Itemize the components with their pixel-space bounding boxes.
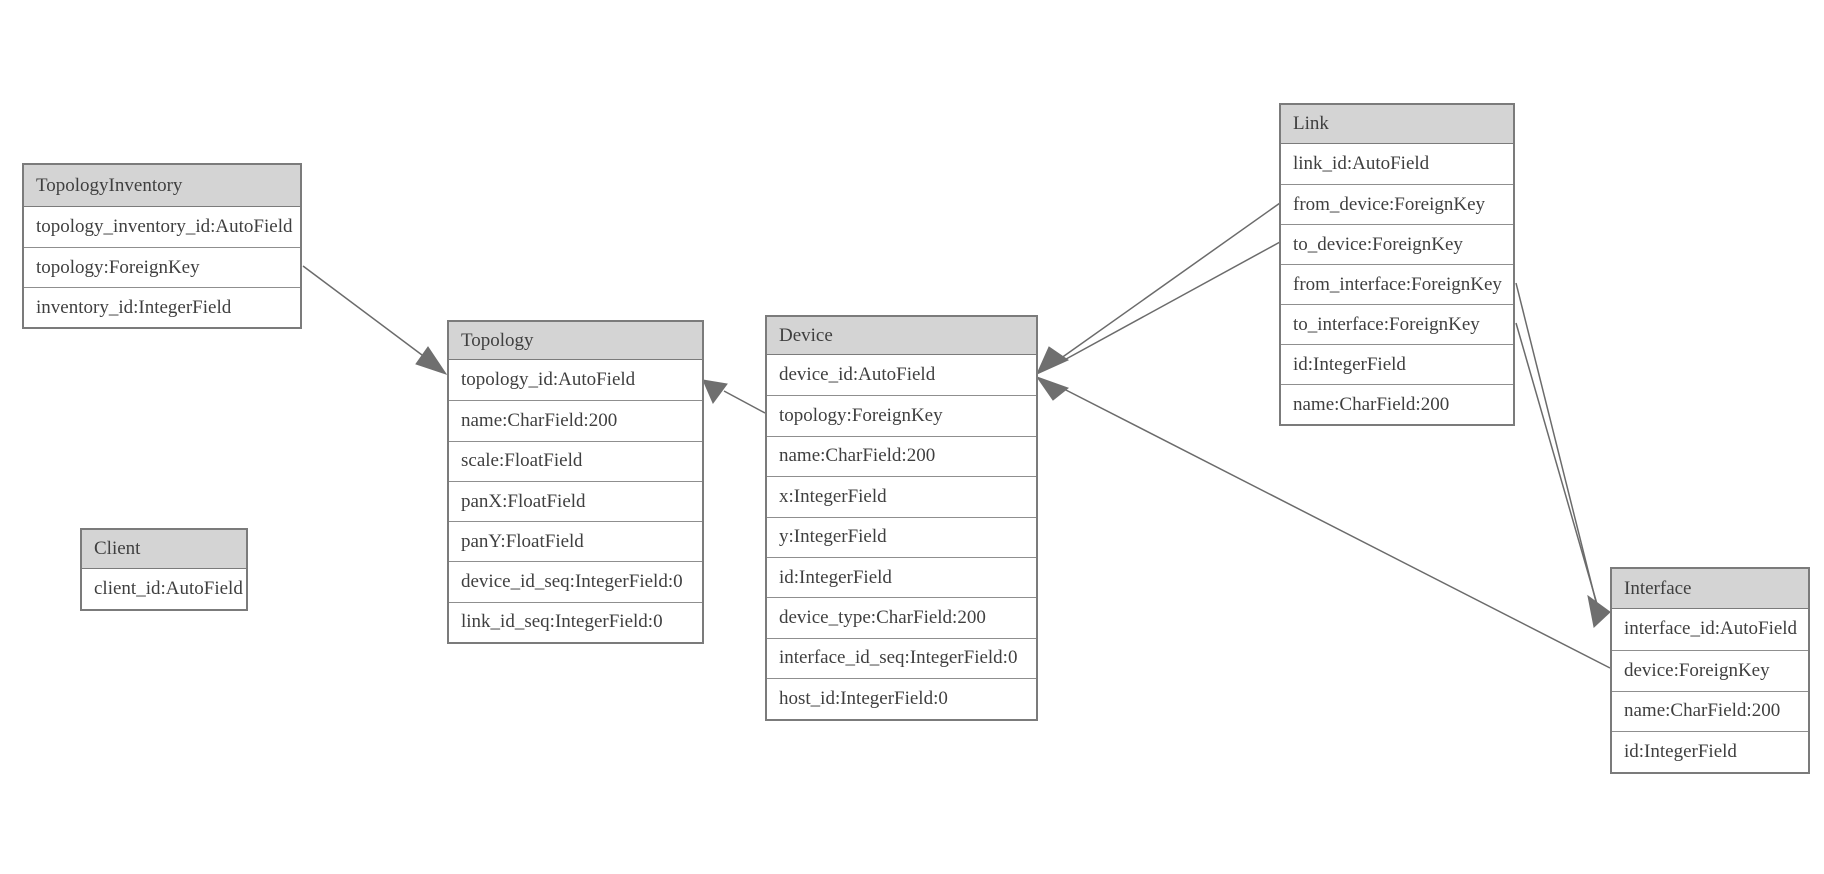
field-topology-inventory-inventory_id: inventory_id:IntegerField [24,287,300,327]
entity-title-topology-inventory: TopologyInventory [24,165,300,207]
field-device-interface_id_seq: interface_id_seq:IntegerField:0 [767,637,1036,678]
field-link-from_interface: from_interface:ForeignKey [1281,264,1513,304]
arrowhead-into-device-upper [1036,346,1070,375]
field-topology-name: name:CharField:200 [449,400,702,440]
entity-link: Link link_id:AutoField from_device:Foreign… [1279,103,1515,426]
field-link-from_device: from_device:ForeignKey [1281,184,1513,224]
field-interface-name: name:CharField:200 [1612,690,1808,732]
field-device-y: y:IntegerField [767,516,1036,557]
field-device-device_type: device_type:CharField:200 [767,597,1036,637]
edge-link-to-interface-fk [1515,322,1600,612]
field-link-to_interface: to_interface:ForeignKey [1281,304,1513,344]
edge-link-to-device-fk [1056,241,1281,365]
entity-title-client: Client [82,530,246,569]
field-topology-topology_id: topology_id:AutoField [461,369,636,391]
entity-title-link: Link [1281,105,1513,144]
field-device-device_id: device_id:AutoField [779,364,936,386]
field-interface-id: id:IntegerField [1612,731,1808,772]
field-topology-panY: panY:FloatField [449,521,702,561]
entity-title-topology: Topology [449,322,702,360]
entity-topology-inventory: TopologyInventory topology_inventory_id:A… [22,163,302,329]
field-device-x: x:IntegerField [767,476,1036,516]
field-client-client_id: client_id:AutoField [94,578,243,599]
field-device-host_id: host_id:IntegerField:0 [767,678,1036,718]
arrowhead-into-interface [1587,594,1611,628]
field-topology-link_id_seq: link_id_seq:IntegerField:0 [449,601,702,642]
field-topology-device_id_seq: device_id_seq:IntegerField:0 [449,561,702,601]
arrowhead-into-topology-left [415,346,448,375]
edge-link-from-device-fk [1056,202,1281,362]
entity-device: Device device_id:AutoField topology:Foreig… [765,315,1038,721]
field-topology-inventory-topology: topology:ForeignKey [24,247,300,287]
field-topology-inventory-topology_inventory_id: topology_inventory_id:AutoField [36,216,293,237]
arrowhead-into-device-lower [1035,376,1070,401]
field-topology-scale: scale:FloatField [449,440,702,481]
field-device-id: id:IntegerField [767,556,1036,597]
field-topology-panX: panX:FloatField [449,480,702,521]
edge-link-from-interface-fk [1515,282,1598,607]
field-device-topology: topology:ForeignKey [767,395,1036,435]
entity-client: Client client_id:AutoField [80,528,248,611]
entity-topology: Topology topology_id:AutoField name:CharFi… [447,320,704,645]
field-interface-device: device:ForeignKey [1612,649,1808,691]
field-link-to_device: to_device:ForeignKey [1281,224,1513,264]
entity-title-interface: Interface [1612,569,1808,609]
edge-device-topology-fk [723,390,766,414]
field-link-name: name:CharField:200 [1281,384,1513,424]
field-link-link_id: link_id:AutoField [1293,153,1430,174]
edge-interface-device-fk [1061,387,1611,669]
field-device-name: name:CharField:200 [767,435,1036,476]
field-interface-interface_id: interface_id:AutoField [1624,618,1798,640]
entity-interface: Interface interface_id:AutoField device:Fo… [1610,567,1810,774]
arrowhead-into-topology-right [702,379,728,404]
edge-topologyinventory-topology-fk [302,265,427,359]
entity-title-device: Device [767,317,1036,355]
field-link-id: id:IntegerField [1281,344,1513,384]
